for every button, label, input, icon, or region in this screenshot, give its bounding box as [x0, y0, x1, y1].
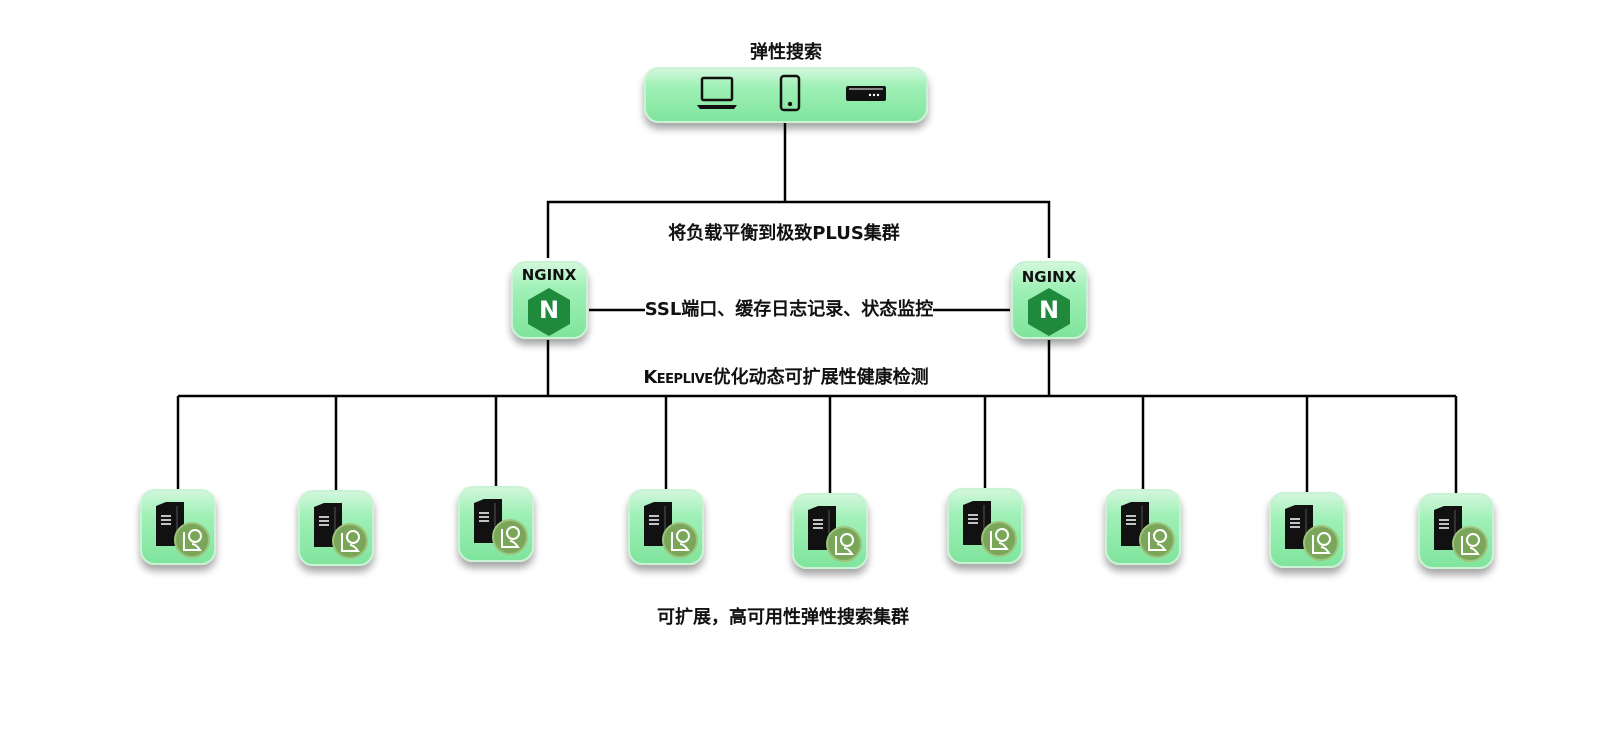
elasticsearch-badge-icon	[1139, 522, 1175, 558]
elasticsearch-badge-icon	[332, 523, 368, 559]
server-node	[458, 486, 534, 562]
elasticsearch-badge-icon	[492, 519, 528, 555]
elasticsearch-badge-icon	[826, 526, 862, 562]
elasticsearch-badge-icon	[174, 522, 210, 558]
health-label-rest: 优化动态可扩展性健康检测	[712, 367, 929, 388]
elasticsearch-badge-icon	[662, 522, 698, 558]
top-label: 弹性搜索	[750, 42, 822, 63]
nginx-left-logo-letter: N	[538, 296, 560, 324]
nginx-right-logo-letter: N	[1038, 296, 1060, 324]
lb-bus-line	[546, 200, 1051, 258]
server-node	[1418, 493, 1494, 569]
phone-icon	[779, 74, 801, 112]
server-node	[628, 489, 704, 565]
connector-lines	[176, 122, 1458, 494]
server-node	[298, 490, 374, 566]
elasticsearch-badge-icon	[1452, 526, 1488, 562]
elasticsearch-badge-icon	[981, 521, 1017, 557]
nginx-right-logo-icon	[1028, 288, 1070, 336]
server-node	[140, 489, 216, 565]
link-label: SSL端口、缓存日志记录、状态监控	[644, 299, 934, 320]
server-node	[792, 493, 868, 569]
elasticsearch-badge-icon	[1303, 525, 1339, 561]
nginx-left-logo-icon	[528, 288, 570, 336]
laptop-icon	[697, 76, 737, 109]
health-label: Keeplive优化动态可扩展性健康检测	[643, 369, 928, 387]
router-icon	[846, 86, 886, 101]
nginx-right-label: NGINX	[1021, 268, 1077, 286]
server-nodes	[140, 486, 1494, 569]
server-node	[1105, 489, 1181, 565]
lb-cluster-label: 将负载平衡到极致PLUS集群	[668, 223, 900, 244]
bottom-label: 可扩展，高可用性弹性搜索集群	[657, 607, 909, 628]
server-node	[1269, 492, 1345, 568]
health-label-prefix: Keeplive	[643, 367, 713, 388]
server-drop-lines	[176, 396, 1458, 494]
server-node	[947, 488, 1023, 564]
nginx-left-label: NGINX	[521, 266, 577, 284]
